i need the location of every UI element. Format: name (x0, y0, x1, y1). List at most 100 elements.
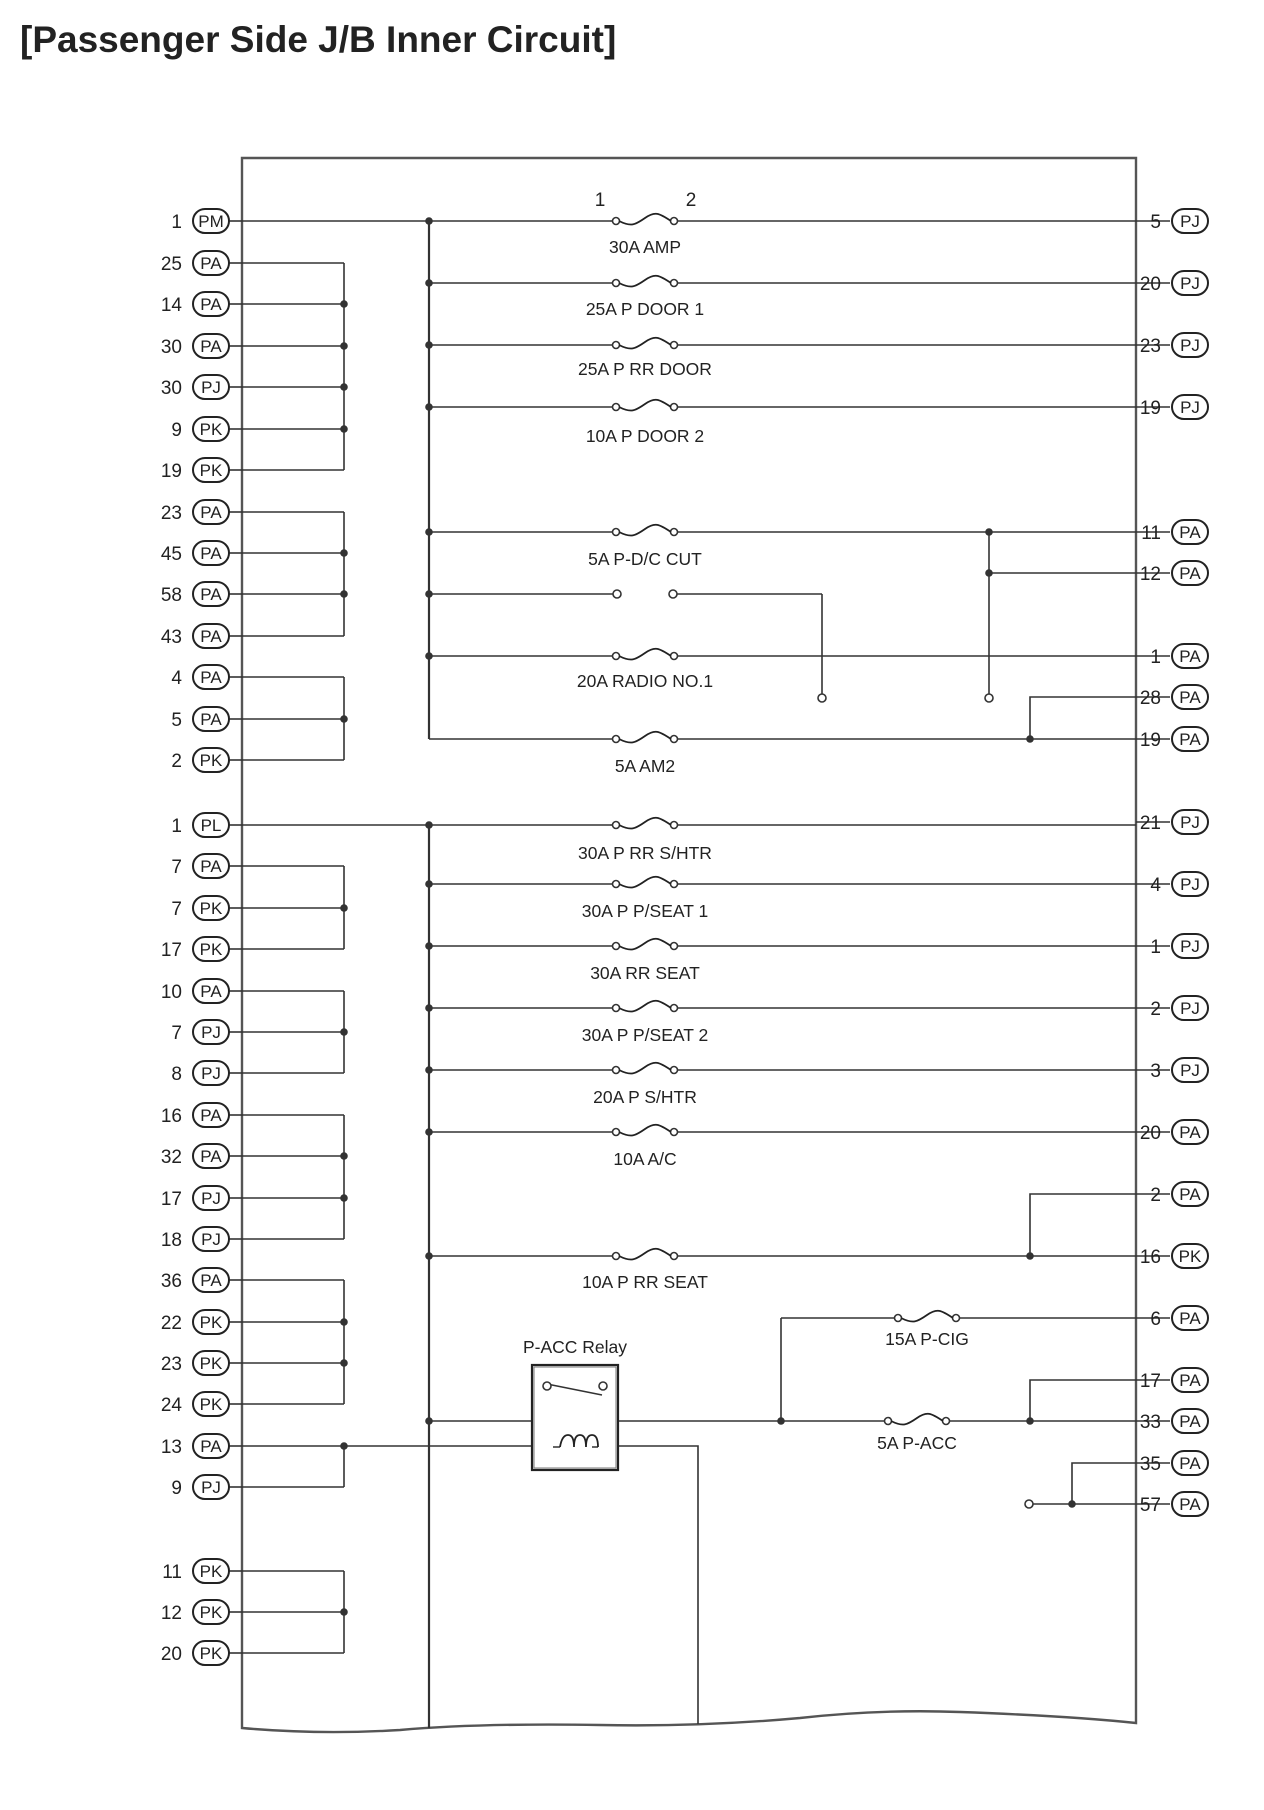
fuse-element-icon (618, 523, 672, 537)
connector-badge (192, 1060, 230, 1086)
connector-code: PK (200, 420, 223, 439)
pin-number: 22 (161, 1313, 182, 1334)
connector-pk-9: 9 PK (171, 416, 230, 442)
junction-dot (425, 1252, 433, 1260)
junction-dot (425, 528, 433, 536)
fuse-15a-p-cig: 15A P-CIG (885, 1309, 969, 1349)
fuse-25a-p-door-1: 25A P DOOR 1 (586, 274, 704, 319)
connector-code: PA (1179, 1185, 1201, 1204)
relay-contact-blade (546, 1383, 603, 1396)
connector-code: PJ (201, 1064, 221, 1083)
connector-badge (1171, 332, 1209, 358)
junction-dot (425, 1128, 433, 1136)
pin-number: 1 (171, 816, 182, 837)
junction-dot (425, 279, 433, 287)
fuse-30a-amp: 30A AMP (609, 212, 681, 257)
fuse-label: 30A P P/SEAT 2 (582, 1025, 708, 1045)
connector-badge (192, 540, 230, 566)
pin-number: 11 (1141, 523, 1161, 544)
connector-badge (1171, 560, 1209, 586)
connector-badge (192, 374, 230, 400)
fuse-terminal (611, 941, 621, 951)
connector-badge (1171, 1491, 1209, 1517)
pin-number: 9 (171, 420, 182, 441)
fuse-20a-p-s-htr: 20A P S/HTR (593, 1061, 697, 1107)
fuse-10a-p-rr-seat: 10A P RR SEAT (582, 1247, 708, 1292)
pa28-branch (1029, 696, 1136, 739)
pin-number: 19 (1140, 730, 1161, 751)
connector-badge (192, 1143, 230, 1169)
connector-code: PJ (201, 1023, 221, 1042)
junction-dot (1026, 735, 1034, 743)
junction-dot (340, 1152, 348, 1160)
pin-number: 2 (1150, 1185, 1161, 1206)
fuse-label: 25A P RR DOOR (578, 359, 712, 379)
fuse-5a-p-acc: 5A P-ACC (877, 1412, 957, 1453)
connector-badge (1171, 1305, 1209, 1331)
fuse-element-icon (618, 212, 672, 226)
connector-badge (192, 457, 230, 483)
pin-number: 12 (1140, 564, 1161, 585)
fuse-element-icon (618, 875, 672, 889)
connector-badge (1171, 726, 1209, 752)
connector-code: PA (200, 503, 222, 522)
junction-dot (340, 590, 348, 598)
fuse-30a-rr-seat: 30A RR SEAT (590, 937, 700, 983)
junction-dot (340, 715, 348, 723)
connector-code: PK (200, 1313, 223, 1332)
pin-number: 36 (161, 1271, 182, 1292)
fuse-terminal (611, 651, 621, 661)
fuse-element-icon (618, 336, 672, 350)
connector-badge (1171, 1450, 1209, 1476)
connector-code: PJ (1180, 937, 1200, 956)
fuse-5a-p-d-c-cut: 5A P-D/C CUT (588, 523, 702, 569)
fuse-terminal (669, 1127, 679, 1137)
connector-badge (1171, 643, 1209, 669)
fuse-terminal (669, 1251, 679, 1261)
fuse-terminal (611, 734, 621, 744)
junction-block-frame (240, 156, 1138, 1734)
connector-code: PA (1179, 1454, 1201, 1473)
fuse-terminal (669, 941, 679, 951)
pin-number: 14 (161, 295, 183, 316)
fuse-label: 30A P P/SEAT 1 (582, 901, 708, 921)
connector-code: PA (200, 1106, 222, 1125)
connector-code: PK (200, 1603, 223, 1622)
junction-dot (340, 549, 348, 557)
connector-code: PA (1179, 1371, 1201, 1390)
connector-code: PA (200, 1271, 222, 1290)
junction-dot (425, 1004, 433, 1012)
connector-code: PA (1179, 1123, 1201, 1142)
fuse-terminal (669, 651, 679, 661)
pin-number: 23 (1140, 336, 1161, 357)
connector-badge (192, 623, 230, 649)
fuse-terminal (669, 1003, 679, 1013)
connector-badge (192, 747, 230, 773)
connector-badge (192, 812, 230, 838)
pin-number: 32 (161, 1147, 182, 1168)
junction-dot (340, 1194, 348, 1202)
fuse-10a-p-door-2: 10A P DOOR 2 (586, 398, 704, 446)
fuse-terminal (669, 402, 679, 412)
connector-badge (1171, 1367, 1209, 1393)
